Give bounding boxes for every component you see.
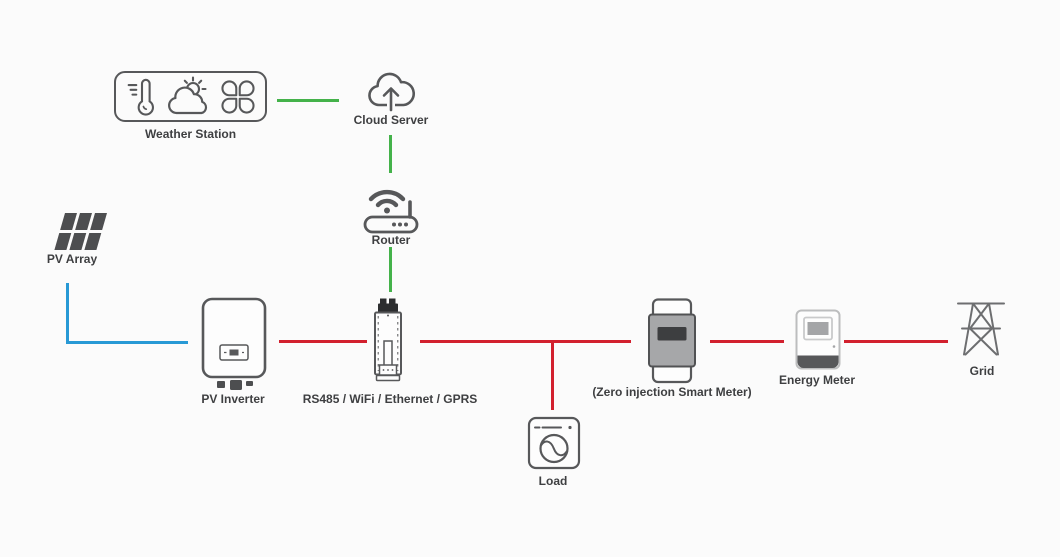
- link-pv-array-down: [66, 283, 69, 344]
- pv-inverter-node: [200, 296, 268, 390]
- grid-node: [951, 300, 1011, 358]
- load-node: [527, 416, 581, 470]
- router-node: [361, 176, 421, 234]
- inverter-icon: [201, 297, 267, 390]
- datalogger-node: [370, 298, 406, 384]
- weather-station-label: Weather Station: [144, 127, 237, 141]
- wifi-router-icon: [363, 189, 419, 234]
- router-label: Router: [371, 233, 411, 247]
- fan-icon: [220, 79, 255, 114]
- washing-machine-icon: [527, 416, 581, 470]
- datalogger-stick-icon: [374, 298, 402, 382]
- load-label: Load: [538, 474, 568, 488]
- solar-panel-icon: [54, 213, 108, 250]
- sun-cloud-icon: [167, 75, 207, 114]
- energy-meter-node: [795, 309, 841, 371]
- weather-station-icon: [114, 71, 267, 122]
- smart-meter-node: [646, 298, 698, 384]
- transmission-tower-icon: [957, 302, 1005, 356]
- link-weather-station-cloud-server: [277, 99, 339, 102]
- link-datalogger-smart-meter: [420, 340, 631, 343]
- cloud-upload-icon: [368, 72, 416, 112]
- smart-meter-icon: [648, 298, 696, 384]
- link-branch-load: [551, 340, 554, 410]
- link-router-datalogger: [389, 247, 392, 292]
- thermometer-icon: [127, 78, 154, 116]
- link-cloud-server-router: [389, 135, 392, 173]
- smart-meter-label: (Zero injection Smart Meter): [592, 385, 752, 399]
- grid-label: Grid: [969, 364, 995, 378]
- datalogger-label: RS485 / WiFi / Ethernet / GPRS: [302, 392, 478, 406]
- pv-array-node: [54, 213, 108, 251]
- link-energy-meter-grid: [844, 340, 948, 343]
- link-inverter-datalogger: [279, 340, 367, 343]
- pv-inverter-label: PV Inverter: [201, 392, 265, 406]
- energy-meter-label: Energy Meter: [778, 373, 856, 387]
- link-smart-meter-energy-meter: [710, 340, 784, 343]
- pv-array-label: PV Array: [46, 252, 98, 266]
- cloud-server-label: Cloud Server: [353, 113, 429, 127]
- cloud-server-node: [365, 66, 417, 114]
- energy-meter-icon: [795, 309, 841, 370]
- link-pv-array-inverter: [66, 341, 188, 344]
